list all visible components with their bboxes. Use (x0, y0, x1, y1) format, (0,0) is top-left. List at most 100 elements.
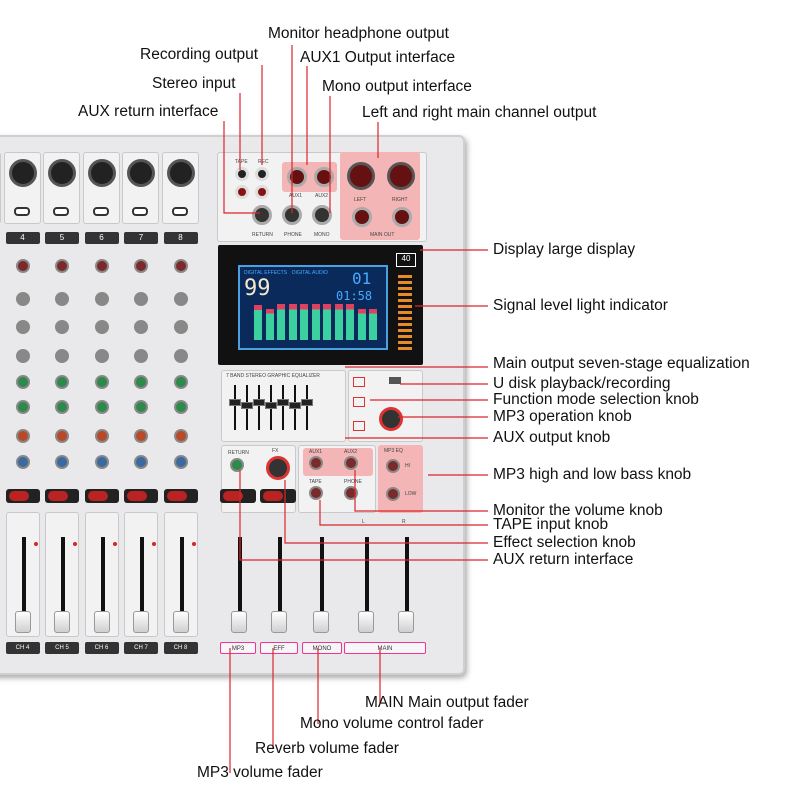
channel-knob-eq[interactable] (173, 292, 188, 306)
usb-port[interactable] (389, 377, 401, 384)
eq-band-fader[interactable] (301, 399, 313, 406)
channel-knob-gain[interactable] (134, 259, 148, 273)
annotation-aux-return-bottom: AUX return interface (493, 551, 634, 568)
eq-band-fader[interactable] (265, 402, 277, 409)
channel-knob-aux1[interactable] (134, 375, 148, 389)
channel-knob-eq[interactable] (55, 349, 69, 363)
eq-band-fader[interactable] (229, 399, 241, 406)
mono-jack[interactable] (312, 205, 332, 225)
channel-knob-eq[interactable] (173, 349, 188, 363)
eq-band-fader[interactable] (241, 402, 253, 409)
main-right-fader[interactable] (398, 611, 414, 633)
channel-fader[interactable] (133, 611, 149, 633)
channel-knob-aux1[interactable] (94, 375, 109, 389)
channel-knob-eff[interactable] (94, 429, 109, 443)
aux-return-knob[interactable] (230, 458, 244, 472)
effect-selection-knob[interactable] (266, 456, 290, 480)
channel-knob-pan[interactable] (15, 455, 30, 469)
channel-knob-eq[interactable] (134, 292, 148, 306)
tape-input-knob[interactable] (309, 486, 323, 500)
channel-knob-aux2[interactable] (55, 400, 69, 414)
pad-button[interactable] (53, 207, 69, 216)
channel-knob-gain[interactable] (173, 259, 188, 273)
main-left-fader[interactable] (358, 611, 374, 633)
eq-band-fader[interactable] (253, 399, 265, 406)
channel-knob-eq[interactable] (55, 320, 69, 334)
eq-band-fader[interactable] (277, 399, 289, 406)
mute-button[interactable] (84, 489, 119, 503)
channel-knob-aux2[interactable] (15, 400, 30, 414)
channel-knob-aux2[interactable] (94, 400, 109, 414)
eq-band-fader[interactable] (289, 402, 301, 409)
aux2-output-jack[interactable] (314, 167, 334, 187)
pad-button[interactable] (171, 207, 188, 216)
channel-knob-eq[interactable] (55, 292, 69, 306)
mode-button[interactable] (353, 397, 365, 407)
main-right-jack[interactable] (392, 207, 412, 227)
channel-knob-aux2[interactable] (134, 400, 148, 414)
function-button[interactable] (353, 377, 365, 387)
channel-knob-aux1[interactable] (15, 375, 30, 389)
bottom-label-mp3: MP3 (220, 642, 256, 654)
return-jack[interactable] (252, 205, 272, 225)
channel-knob-pan[interactable] (134, 455, 148, 469)
pad-button[interactable] (92, 207, 109, 216)
channel-knob-eq[interactable] (15, 320, 30, 334)
tape-rca-jack-r[interactable] (235, 185, 249, 199)
xlr-combo-jack[interactable] (48, 159, 76, 187)
channel-knob-eq[interactable] (15, 292, 30, 306)
channel-knob-pan[interactable] (55, 455, 69, 469)
main-left-xlr[interactable] (347, 162, 375, 190)
channel-knob-eff[interactable] (134, 429, 148, 443)
aux1-output-knob[interactable] (309, 456, 323, 470)
channel-knob-eq[interactable] (94, 320, 109, 334)
eff-fader[interactable] (271, 611, 287, 633)
channel-fader[interactable] (172, 611, 189, 633)
channel-knob-eff[interactable] (15, 429, 30, 443)
main-right-xlr[interactable] (387, 162, 415, 190)
channel-knob-gain[interactable] (94, 259, 109, 273)
mute-button[interactable] (124, 489, 158, 503)
channel-knob-gain[interactable] (15, 259, 30, 273)
play-button[interactable] (353, 421, 365, 431)
channel-fader[interactable] (93, 611, 110, 633)
channel-fader[interactable] (54, 611, 70, 633)
mp3-operation-knob[interactable] (379, 407, 403, 431)
pad-button[interactable] (132, 207, 148, 216)
mp3-eq-panel: MP3 EQ HI LOW (378, 445, 423, 513)
xlr-combo-jack[interactable] (8, 159, 37, 187)
mp3-mute-button[interactable] (220, 489, 256, 503)
channel-knob-aux1[interactable] (55, 375, 69, 389)
channel-knob-pan[interactable] (173, 455, 188, 469)
eff-mute-button[interactable] (260, 489, 296, 503)
mp3-low-knob[interactable] (386, 487, 400, 501)
mp3-high-knob[interactable] (386, 459, 400, 473)
aux2-output-knob[interactable] (344, 456, 358, 470)
main-left-jack[interactable] (352, 207, 372, 227)
xlr-combo-jack[interactable] (127, 159, 155, 187)
channel-knob-eff[interactable] (55, 429, 69, 443)
mute-button[interactable] (45, 489, 79, 503)
rec-rca-jack-r[interactable] (255, 185, 269, 199)
channel-knob-aux1[interactable] (173, 375, 188, 389)
xlr-combo-jack[interactable] (87, 159, 116, 187)
channel-fader[interactable] (14, 611, 31, 633)
channel-knob-eff[interactable] (173, 429, 188, 443)
xlr-combo-jack[interactable] (166, 159, 195, 187)
channel-knob-aux2[interactable] (173, 400, 188, 414)
channel-knob-gain[interactable] (55, 259, 69, 273)
rec-rca-jack[interactable] (255, 167, 269, 181)
mono-fader[interactable] (313, 611, 329, 633)
mute-button[interactable] (5, 489, 40, 503)
pad-button[interactable] (13, 207, 30, 216)
channel-knob-eq[interactable] (94, 292, 109, 306)
channel-knob-eq[interactable] (134, 320, 148, 334)
mute-button[interactable] (163, 489, 198, 503)
tape-rca-jack[interactable] (235, 167, 249, 181)
channel-knob-eq[interactable] (15, 349, 30, 363)
channel-knob-eq[interactable] (173, 320, 188, 334)
channel-knob-pan[interactable] (94, 455, 109, 469)
channel-knob-eq[interactable] (134, 349, 148, 363)
channel-knob-eq[interactable] (94, 349, 109, 363)
mp3-fader[interactable] (231, 611, 247, 633)
